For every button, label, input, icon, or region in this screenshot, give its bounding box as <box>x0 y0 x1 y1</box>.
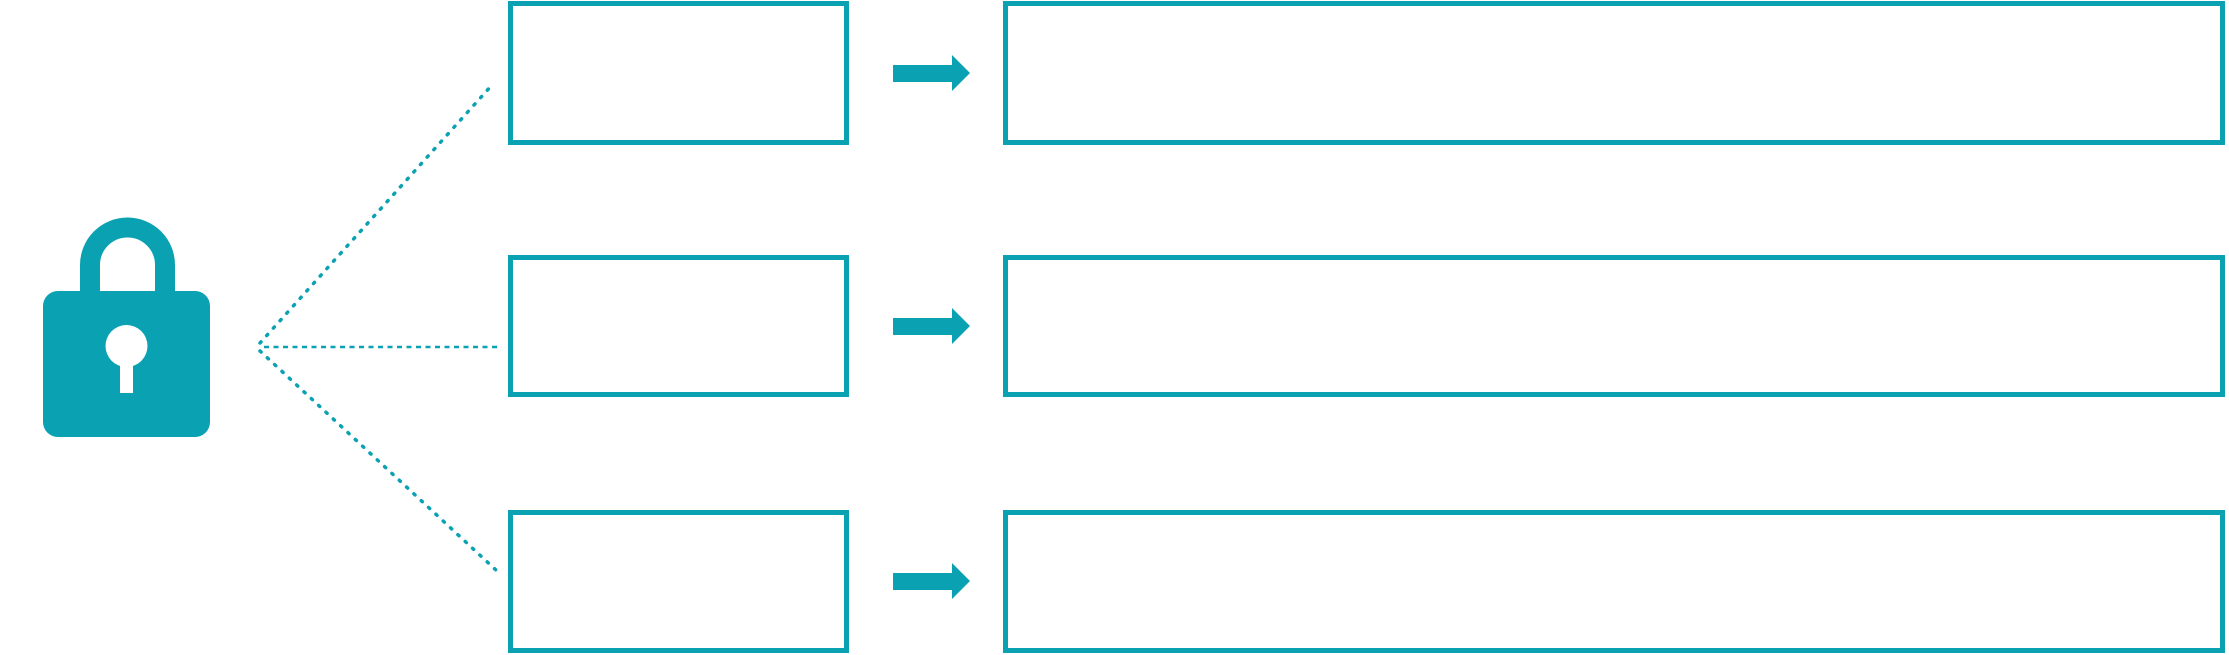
target-box-2 <box>1003 255 2225 397</box>
lock-icon <box>43 217 210 437</box>
source-box-1 <box>508 1 849 145</box>
target-box-1 <box>1003 1 2225 145</box>
source-box-3 <box>508 510 849 653</box>
dotted-connector-top <box>258 83 494 345</box>
target-box-3 <box>1003 510 2225 653</box>
lock-shackle <box>80 217 175 307</box>
dotted-connector-bottom <box>258 349 499 573</box>
keyhole-stem <box>120 359 133 393</box>
keyhole-icon <box>105 325 148 367</box>
arrow-right-icon <box>893 308 970 344</box>
source-box-2 <box>508 255 849 397</box>
arrow-right-icon <box>893 55 970 91</box>
arrow-right-icon <box>893 563 970 599</box>
